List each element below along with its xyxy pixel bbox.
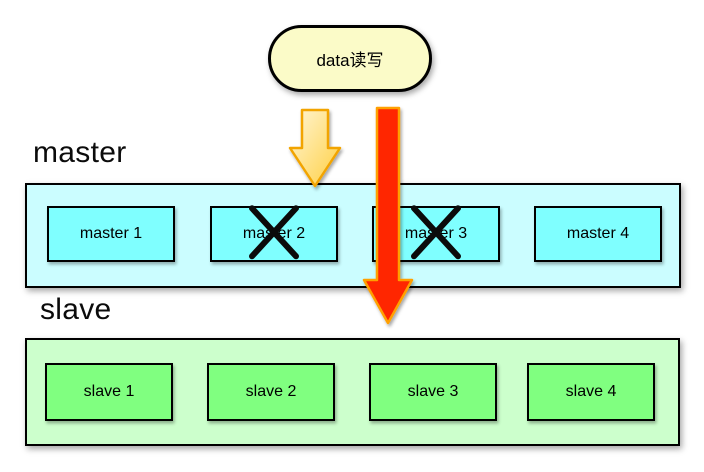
data-readwrite-node: data读写 (268, 25, 432, 92)
master-node-1-label: master 1 (79, 225, 143, 242)
slave-section-label: slave (40, 293, 112, 326)
slave-band: slave 1 slave 2 slave 3 slave 4 (25, 338, 680, 446)
master-node-3-label: master 3 (404, 225, 468, 242)
slave-node-2-label: slave 2 (245, 383, 297, 400)
master-band: master 1 master 2 master 3 master 4 (25, 183, 681, 288)
slave-node-4: slave 4 (527, 363, 655, 421)
master-node-4: master 4 (534, 206, 662, 262)
slave-node-3-label: slave 3 (407, 383, 459, 400)
master-node-1: master 1 (47, 206, 175, 262)
slave-node-1-label: slave 1 (83, 383, 135, 400)
master-node-2-label: master 2 (242, 225, 306, 242)
master-section-label: master (33, 136, 127, 169)
slave-node-3: slave 3 (369, 363, 497, 421)
master-node-3: master 3 (372, 205, 500, 262)
slave-node-2: slave 2 (207, 363, 335, 421)
write-to-master-arrow-icon (288, 108, 342, 188)
slave-node-4-label: slave 4 (565, 383, 617, 400)
master-node-2: master 2 (210, 205, 338, 262)
slave-node-1: slave 1 (45, 363, 173, 421)
data-readwrite-label: data读写 (316, 51, 384, 70)
master-node-4-label: master 4 (566, 225, 630, 242)
